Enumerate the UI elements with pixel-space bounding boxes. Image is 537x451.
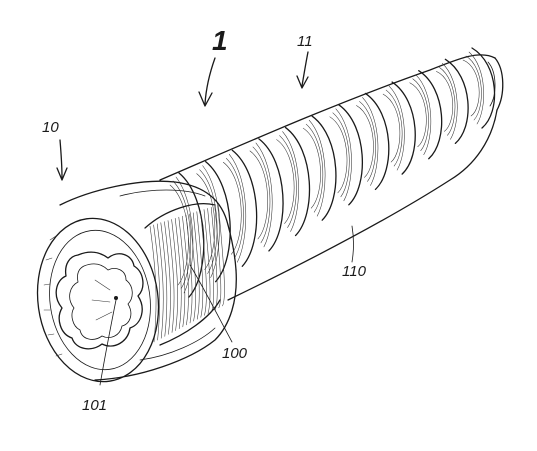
thread-flank-line [225,157,244,259]
thread-flank-line [276,139,295,224]
thread-flank-line [362,97,379,186]
knurl-ridge [207,208,214,312]
thread-flank-line [222,161,242,255]
thread-flank-line [329,116,348,194]
thread-flank-line [382,93,401,163]
knurl-ridge [149,225,157,343]
thread-flank-line [462,59,480,117]
thread-crest [284,126,311,237]
thread-flank-line [436,71,454,132]
thread-flank-line [255,142,273,248]
thread-flank-line [228,153,247,263]
screw-head [36,180,237,383]
knurl-ridge [167,220,175,333]
thread-flank-line [439,67,456,136]
thread-flank-line [202,165,220,278]
knurl-ridges [149,204,225,343]
knurl-ridge [218,204,225,307]
thread-flank-line [305,123,324,213]
thread-flank-line [359,101,376,182]
knurl-ridge [171,219,178,331]
knurl-ridge [156,223,164,339]
knurl-ridge [178,216,186,328]
thread-flank-line [279,135,297,228]
knurl-ridge [182,215,189,326]
thread-flank-line [302,127,321,209]
thread-flank-line [388,85,405,171]
thread-flank-line [196,173,216,270]
thread-flank-line [332,112,350,198]
thread-crest [444,58,469,145]
thread-flank-line [249,150,268,240]
leaders [56,51,354,386]
knurl-ridge [174,218,182,329]
knurl-ridge [214,205,222,309]
thread-crest [258,138,284,252]
label-thread: 110 [342,263,367,280]
label-head: 10 [42,119,59,136]
socket-recess-outline [55,251,144,350]
thread-flank-line [175,176,194,294]
socket-leader-dot [114,296,118,300]
thread-flank-line [282,131,299,232]
knurl-ridge [185,214,193,324]
thread-flank-line [412,78,429,152]
thread-flank-line [172,180,191,290]
thread-flank-line [199,169,218,274]
thread-flank-line [415,74,432,156]
knurl-ridge [200,210,207,316]
knurl-ridge [210,207,218,310]
thread-flank-line [465,55,482,121]
knurl-ridge [164,221,171,335]
threaded-shank [159,47,504,301]
thread-crest [391,81,416,175]
thread-crest [311,115,337,221]
thread-crest [231,149,258,267]
label-socket: 101 [82,397,107,414]
thread-flank-line [356,105,374,178]
knurl-ridge [160,222,168,337]
thread-crest [338,104,363,206]
thread-crest [364,92,390,191]
reference-labels: 1 10 11 100 101 110 [42,25,367,414]
thread-flank-line [385,89,403,167]
label-knurl: 100 [222,345,248,362]
knurl-ridge [153,224,160,341]
knurl-ridge [189,213,196,322]
thread-turns [169,47,496,298]
thread-flank-line [335,108,352,202]
thread-flank-line [308,119,326,217]
thread-crest [471,47,496,129]
knurl-ridge [203,209,211,314]
knurl-ridge [196,211,204,318]
label-assembly: 1 [212,25,228,56]
thread-flank-line [252,146,271,244]
thread-flank-line [442,63,458,140]
label-shank: 11 [297,33,313,50]
thread-flank-line [409,82,427,148]
thread-crest [204,160,231,283]
thread-flank-line [468,51,484,125]
thread-crest [418,70,443,160]
